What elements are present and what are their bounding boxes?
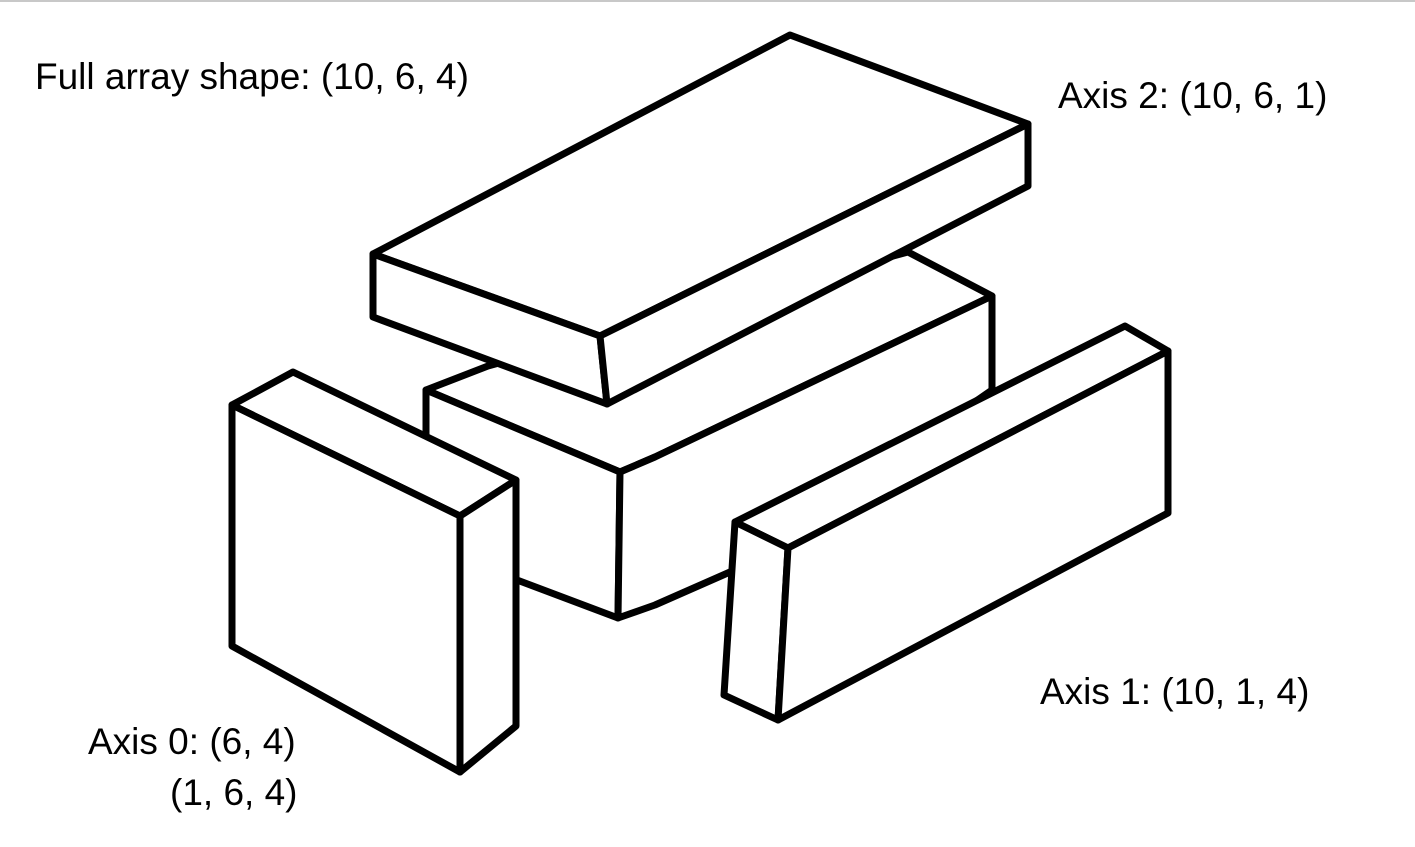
- axis0-keepdims-shape-label: (1, 6, 4): [170, 772, 298, 813]
- axis1-side-face: [774, 347, 1172, 724]
- axis2-side-face: [596, 120, 1032, 408]
- axis1-slab: [720, 322, 1172, 724]
- axis2-slab: [369, 31, 1032, 408]
- axis0-slab: [228, 368, 520, 776]
- axis0-side-face: [456, 476, 520, 776]
- axis2-shape-label: Axis 2: (10, 6, 1): [1058, 75, 1328, 116]
- top-border: [0, 0, 1415, 2]
- axis1-shape-label: Axis 1: (10, 1, 4): [1040, 671, 1310, 712]
- full-array-shape-label: Full array shape: (10, 6, 4): [35, 56, 469, 97]
- axis0-reduced-shape-label: Axis 0: (6, 4): [88, 721, 296, 762]
